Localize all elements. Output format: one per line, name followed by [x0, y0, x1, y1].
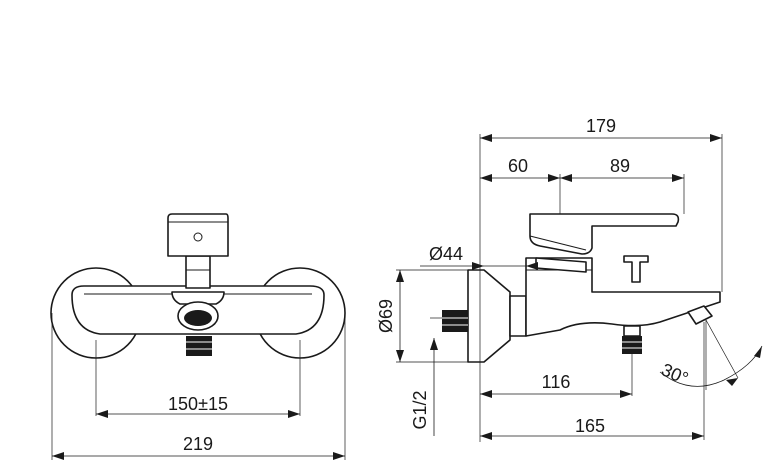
dim-body-depth: 60	[508, 156, 528, 176]
mixer-handle	[167, 213, 229, 257]
dim-center-distance: 150±15	[168, 394, 228, 414]
dim-spout-length: 165	[575, 416, 605, 436]
handle-neck	[185, 255, 211, 289]
dim-escutcheon-diameter: Ø44	[429, 244, 463, 264]
dim-handle-length: 89	[610, 156, 630, 176]
side-view: 179 60 89 Ø44 Ø69 G1/2 116 165	[376, 116, 763, 442]
dim-spout-angle: 30°	[658, 359, 691, 388]
spout-outlet	[186, 336, 212, 356]
mixer-handle-side	[529, 213, 680, 255]
dim-arc-spout-angle	[659, 345, 763, 387]
wall-cover	[467, 269, 511, 363]
dim-cover-diameter: Ø69	[376, 299, 396, 333]
front-view: 150±15 219	[50, 213, 346, 460]
diverter-knob-grip	[184, 310, 212, 326]
dim-total-length: 179	[586, 116, 616, 136]
diverter-base	[171, 291, 225, 305]
diverter-knob-side	[623, 255, 649, 283]
dim-outlet-distance: 116	[542, 372, 571, 392]
shower-outlet	[687, 305, 713, 325]
eccentric-connector	[442, 310, 468, 332]
spout-outlet-side	[622, 336, 642, 354]
dim-total-width: 219	[183, 434, 213, 454]
body-neck	[509, 295, 527, 337]
dim-thread: G1/2	[410, 390, 430, 429]
handle-indicator-dot	[193, 232, 203, 242]
